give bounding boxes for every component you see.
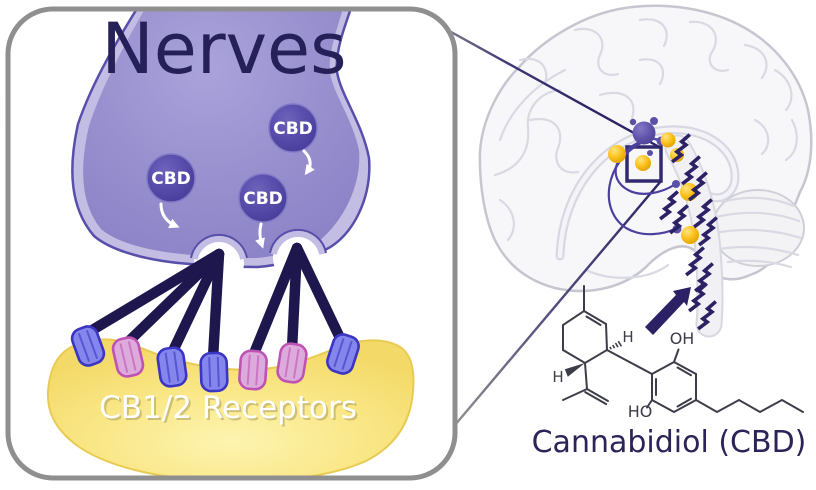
cbd-dot bbox=[670, 148, 684, 162]
neuron-soma bbox=[632, 121, 656, 145]
receptor-pink bbox=[237, 348, 269, 392]
cbd-vesicle: CBD bbox=[238, 173, 288, 223]
receptor-fan-right bbox=[247, 242, 347, 362]
nerves-title: Nerves bbox=[101, 8, 346, 90]
cbd-dot bbox=[660, 132, 676, 148]
release-arrow-icon bbox=[302, 149, 315, 176]
receptor-fan-left bbox=[83, 248, 225, 364]
receptors-label-shadow: CB1/2 Receptors bbox=[101, 392, 359, 428]
inset-border bbox=[5, 6, 458, 481]
receptor-blue bbox=[199, 351, 229, 393]
cerebellum bbox=[711, 189, 805, 269]
brain-gyri bbox=[493, 18, 798, 279]
vesicle-label: CBD bbox=[243, 189, 283, 209]
release-arrow-icon bbox=[255, 222, 265, 249]
midbrain-highlight-box bbox=[625, 145, 663, 183]
cbd-molecule-structure: OH HO H H Cannabidiol (CBD) bbox=[532, 285, 807, 460]
cbd-vesicle: CBD bbox=[268, 103, 318, 153]
cbd-dot bbox=[608, 145, 626, 163]
solid-wedge-bond bbox=[564, 363, 585, 377]
cbd-binding-dots bbox=[608, 132, 699, 244]
release-arrow-icon bbox=[159, 202, 180, 229]
receptor-blue bbox=[155, 345, 189, 389]
h-right-label: H bbox=[622, 328, 633, 346]
cbd-dot bbox=[681, 226, 699, 244]
callout-line-bottom bbox=[454, 180, 662, 426]
magnified-inset: Nerves CBD CBD CBD bbox=[5, 6, 458, 481]
h-left-label: H bbox=[552, 368, 563, 386]
receptors-label: CB1/2 Receptors bbox=[99, 390, 357, 426]
vesicle-label: CBD bbox=[273, 119, 313, 139]
corpus-callosum-swoosh bbox=[555, 125, 740, 261]
cbd-to-brain-arrow-icon bbox=[645, 287, 691, 335]
callout-line-top bbox=[423, 15, 662, 150]
oh-top-label: OH bbox=[670, 329, 695, 348]
brain-illustration bbox=[423, 4, 813, 426]
receptor-pink bbox=[274, 340, 310, 386]
ho-bottom-label: HO bbox=[628, 402, 653, 421]
cbd-dot bbox=[635, 155, 651, 171]
cbd-vesicle: CBD bbox=[146, 153, 196, 203]
molecule-name-label: Cannabidiol (CBD) bbox=[532, 425, 807, 460]
vesicle-label: CBD bbox=[151, 169, 191, 189]
hash-wedge-bond bbox=[609, 340, 623, 350]
